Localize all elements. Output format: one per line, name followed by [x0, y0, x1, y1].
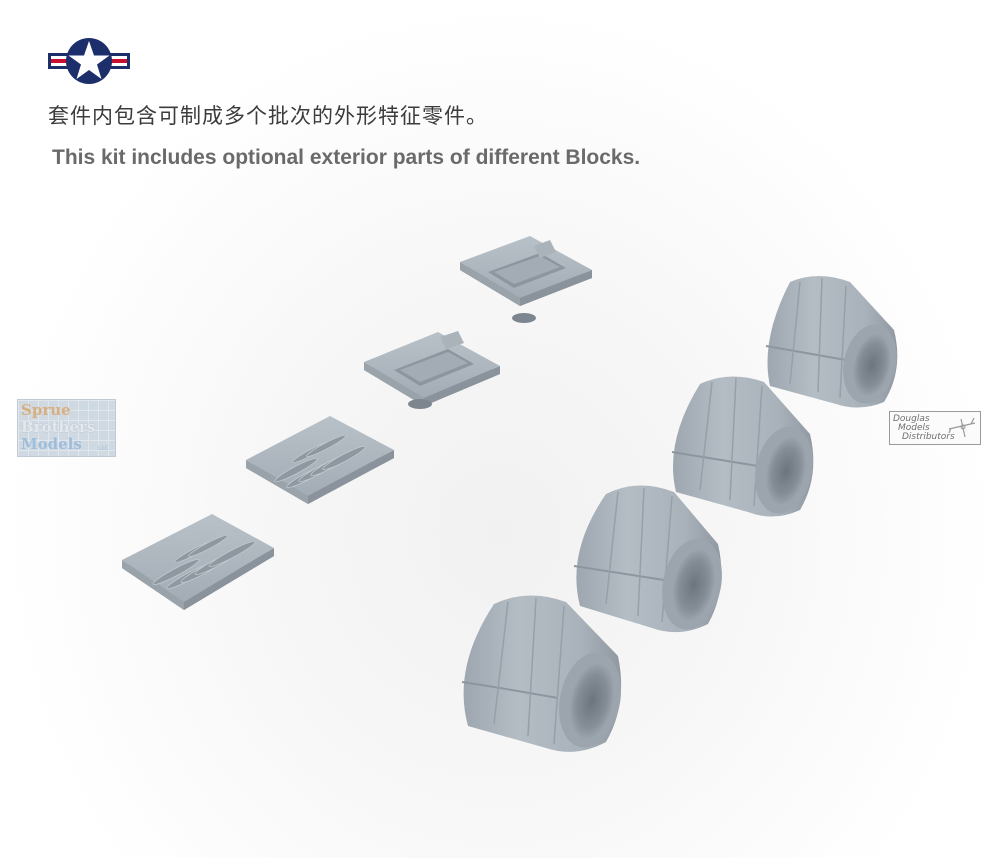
- plain-panel: [460, 236, 592, 323]
- watermark-line: Models: [21, 435, 82, 453]
- exhaust-nozzle: [573, 485, 722, 633]
- us-star-and-bar-roundel-icon: [48, 38, 130, 84]
- heading-english: This kit includes optional exterior part…: [52, 146, 641, 169]
- watermark-line: Distributors: [902, 432, 955, 442]
- sprue-brothers-watermark: Sprue Brothers Models LLC: [17, 399, 116, 457]
- watermark-suffix: LLC: [98, 445, 109, 452]
- exhaust-nozzle: [671, 376, 814, 517]
- watermark-line: Models: [898, 423, 930, 433]
- douglas-models-watermark: Douglas Models Distributors: [889, 411, 981, 445]
- watermark-line: Douglas: [893, 414, 930, 424]
- exhaust-nozzle: [765, 276, 898, 408]
- airplane-icon: [948, 417, 976, 438]
- heading-chinese: 套件内包含可制成多个批次的外形特征零件。: [48, 104, 488, 128]
- ribbed-panel: [122, 514, 274, 610]
- exhaust-nozzle: [461, 595, 622, 752]
- ribbed-panel: [246, 416, 394, 504]
- plain-panel: [364, 331, 500, 409]
- watermark-line: Sprue: [21, 401, 71, 419]
- watermark-line: Brothers: [21, 418, 96, 436]
